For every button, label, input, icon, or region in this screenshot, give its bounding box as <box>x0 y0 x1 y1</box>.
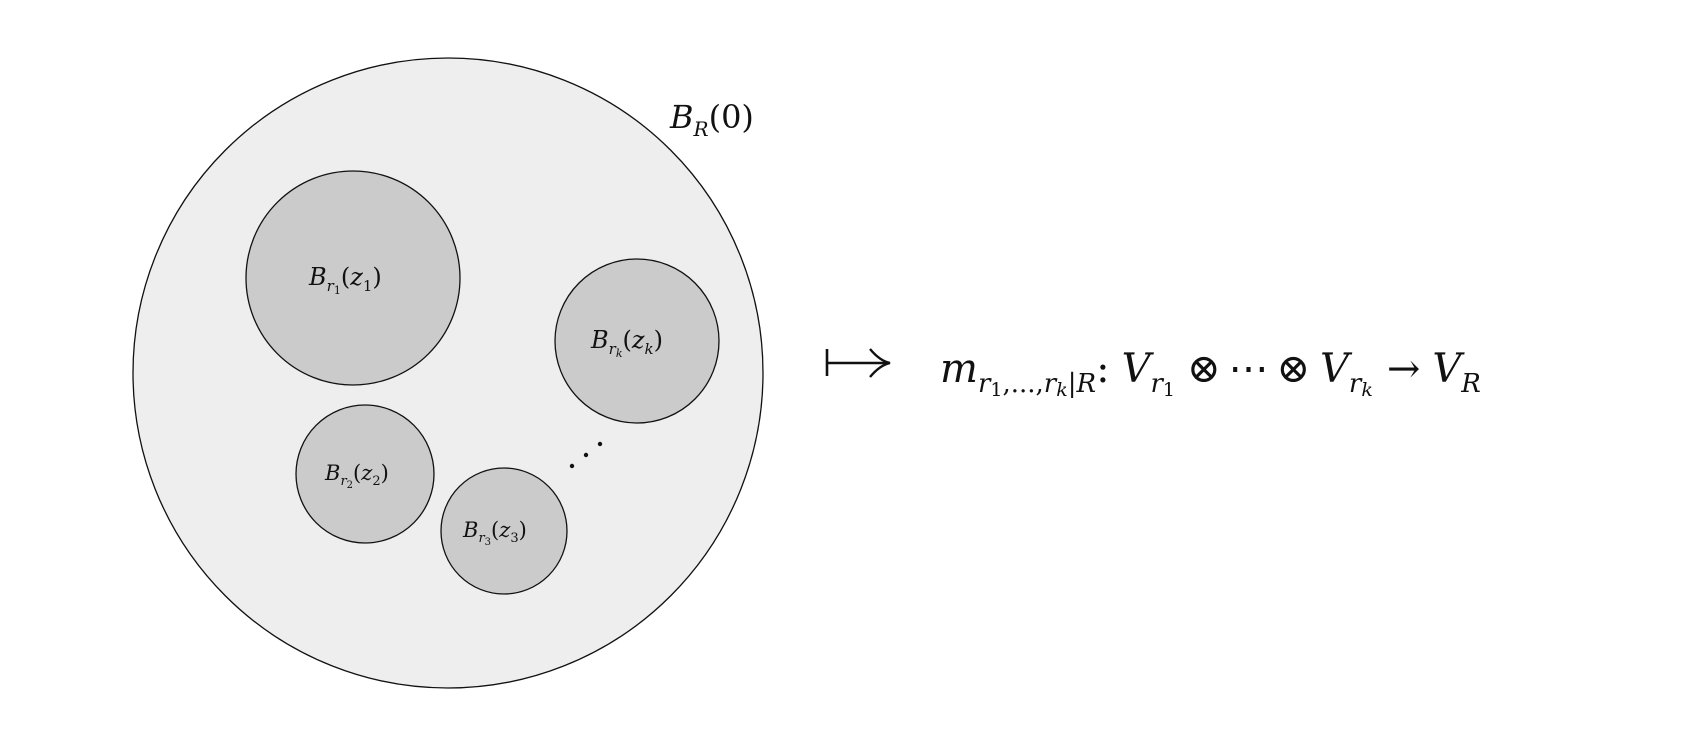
inner-ball-1-label: Br1(z1) <box>308 263 382 297</box>
ellipsis-dot-1 <box>569 463 575 469</box>
formula-m: m <box>940 346 978 392</box>
inner-ball-k <box>554 258 720 424</box>
inner-ball-k-label: Brk(zk) <box>590 326 663 360</box>
inner-ball-3 <box>440 467 568 595</box>
ellipsis-dots: ... <box>569 441 603 469</box>
ellipsis-dot-3 <box>597 441 603 447</box>
ellipsis-dot-2 <box>583 452 589 458</box>
inner-ball-2-label: Br2(z2) <box>324 461 389 491</box>
outer-ball-label: BR(0) <box>669 98 754 141</box>
operation-formula: mr1,...,rk|R:Vr1⊗⋯⊗Vrk→VR <box>940 346 1481 401</box>
inner-ball-3-label: Br3(z3) <box>462 518 527 548</box>
mapsto-arrow: ⟼ <box>825 348 891 378</box>
inner-ball-2 <box>295 404 435 544</box>
inner-ball-1 <box>245 170 461 386</box>
